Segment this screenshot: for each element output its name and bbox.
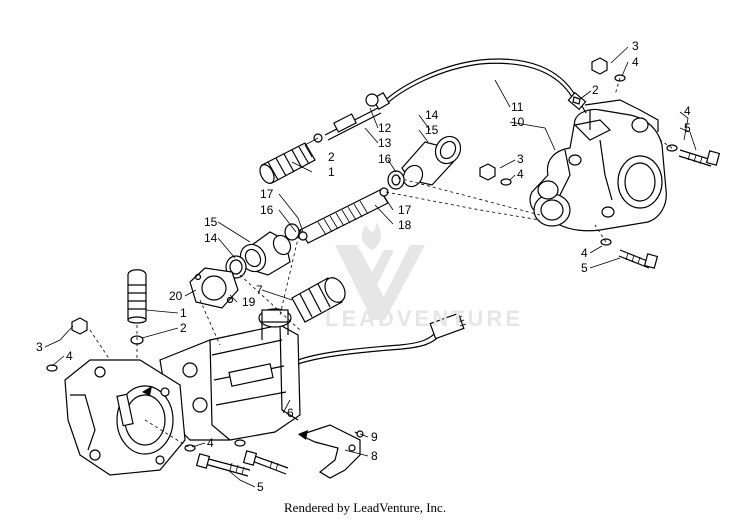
callout-14-left: 14 <box>204 231 218 245</box>
callout-17-right: 17 <box>398 203 412 217</box>
callout-11: 11 <box>511 100 524 114</box>
cable-end-rod <box>313 93 382 143</box>
shift-cable <box>379 58 587 114</box>
callout-3-mid: 3 <box>517 152 524 166</box>
callout-6: 6 <box>287 406 294 420</box>
alignment-lines <box>89 77 673 449</box>
arrow-marker-left <box>142 386 152 396</box>
watermark-text: LEADVENTURE <box>325 306 524 331</box>
callout-5-lower-right: 5 <box>581 261 588 275</box>
footer-credit: Rendered by LeadVenture, Inc. <box>284 500 447 515</box>
bolt-right-lower <box>600 238 659 269</box>
callout-20: 20 <box>169 289 183 303</box>
nut-washer-top-right <box>591 57 626 82</box>
callout-4-top-right: 4 <box>632 55 639 69</box>
callout-15-left: 15 <box>204 215 218 229</box>
callout-4-left: 4 <box>66 349 73 363</box>
arrow-marker-right <box>298 430 308 440</box>
rubber-boot-left <box>127 269 147 345</box>
rubber-boot-upper <box>259 142 316 184</box>
callout-18: 18 <box>398 218 412 232</box>
splined-shaft <box>298 187 389 244</box>
callout-2-boot-left: 2 <box>180 321 187 335</box>
callout-4-right: 4 <box>684 104 691 118</box>
watermark-logo <box>335 222 425 320</box>
bolt-right-upper <box>666 144 721 167</box>
transmission-body <box>159 308 301 441</box>
mounting-bracket <box>298 424 361 479</box>
callout-15-top: 15 <box>425 123 439 137</box>
right-gearcase-housing <box>529 99 667 232</box>
cover-plate <box>189 267 239 309</box>
callout-14-top: 14 <box>425 108 439 122</box>
callout-3-left: 3 <box>36 340 43 354</box>
long-bolts-bottom <box>195 450 289 477</box>
callout-2-boot-top: 2 <box>328 150 335 164</box>
bellows-seal-upper <box>387 135 462 190</box>
callout-12: 12 <box>378 121 392 135</box>
callout-4-lower-right: 4 <box>581 246 588 260</box>
rubber-boot-middle <box>291 277 346 323</box>
callout-1-boot-left: 1 <box>180 306 187 320</box>
callout-13: 13 <box>378 136 392 150</box>
callout-5-bottom: 5 <box>257 480 264 494</box>
callout-19: 19 <box>242 295 256 309</box>
clip-cable <box>572 96 581 105</box>
callout-4-bottom: 4 <box>207 436 214 450</box>
callout-17-left: 17 <box>260 187 274 201</box>
callout-5-right: 5 <box>684 121 691 135</box>
callout-10: 10 <box>511 115 525 129</box>
callout-2-cable-end: 2 <box>592 83 599 97</box>
callout-4-mid: 4 <box>517 167 524 181</box>
washers-bottom <box>184 439 246 452</box>
screw-9 <box>354 430 364 438</box>
left-gearcase-housing <box>64 359 186 476</box>
callout-3-top-right: 3 <box>632 39 639 53</box>
nut-washer-left <box>46 317 88 372</box>
callout-9: 9 <box>371 430 378 444</box>
leader-lines <box>44 46 697 488</box>
wiring-harness <box>297 312 467 365</box>
callout-8: 8 <box>371 449 378 463</box>
callout-16-left: 16 <box>260 203 274 217</box>
callout-1-boot-top: 1 <box>328 165 335 179</box>
bellows-seal-lower <box>225 223 300 279</box>
callout-16-top: 16 <box>378 152 392 166</box>
callout-7: 7 <box>256 283 263 297</box>
nut-washer-mid <box>479 163 512 186</box>
